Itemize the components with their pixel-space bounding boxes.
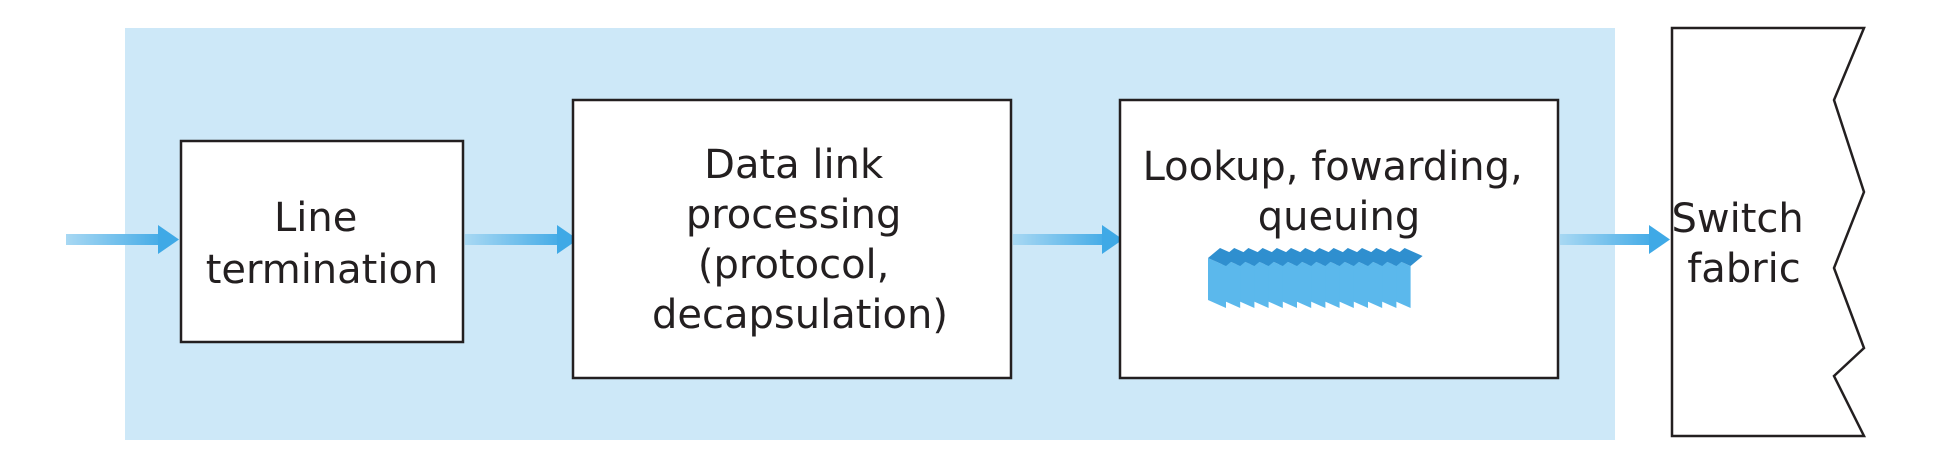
arrow-line-to-datalink bbox=[465, 225, 578, 254]
queue-slot bbox=[1208, 258, 1226, 308]
switch-fabric-box: Switch fabric bbox=[1670, 26, 1867, 438]
queue-slot bbox=[1364, 258, 1383, 308]
queue-slot bbox=[1378, 258, 1397, 308]
lookup-forwarding-label: Lookup, fowarding, queuing bbox=[1143, 144, 1536, 240]
switch-fabric-label: Switch fabric bbox=[1672, 196, 1817, 292]
queue-slot bbox=[1293, 258, 1312, 308]
line-termination-label: Line termination bbox=[206, 195, 439, 293]
data-link-processing-label: Data link processing (protocol, decapsul… bbox=[652, 142, 948, 338]
queue-slot bbox=[1307, 258, 1326, 308]
queue-slot bbox=[1236, 258, 1255, 308]
queue-slot bbox=[1222, 258, 1241, 308]
queue-slot-top bbox=[1208, 248, 1238, 266]
queue-slot bbox=[1279, 258, 1297, 308]
arrow-datalink-to-lookup bbox=[1013, 225, 1123, 254]
line-termination-box: Line termination bbox=[179, 139, 465, 344]
queue-slot bbox=[1264, 258, 1283, 308]
queue-slot bbox=[1335, 258, 1354, 308]
queue-slots-icon bbox=[1208, 248, 1423, 308]
queue-slot bbox=[1392, 258, 1411, 308]
queue-slot bbox=[1350, 258, 1368, 308]
arrow-input bbox=[66, 225, 179, 254]
lookup-forwarding-box: Lookup, fowarding, queuing bbox=[1118, 98, 1560, 380]
arrow-lookup-to-switch bbox=[1560, 225, 1670, 254]
queue-slot bbox=[1250, 258, 1269, 308]
queue-slot bbox=[1321, 258, 1340, 308]
data-link-processing-box: Data link processing (protocol, decapsul… bbox=[571, 98, 1013, 380]
